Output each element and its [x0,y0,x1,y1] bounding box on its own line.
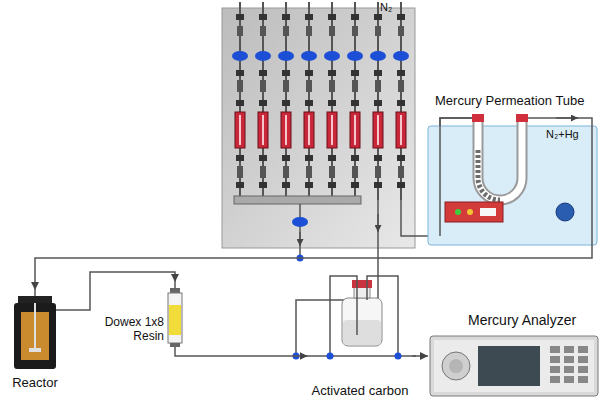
analyzer-screen [478,346,540,386]
node-label: Mercury Permeation Tube [435,94,599,109]
text-block: Mercury Permeation Tube [435,94,599,109]
gas-stream-label: N₂+Hg [546,128,579,141]
key [550,366,560,373]
stirrer-paddle [29,348,41,352]
analyzer-case [430,336,598,396]
outlet-line [528,118,592,245]
flow-column [324,2,340,200]
display-window [480,208,496,216]
analyzer-port [449,359,463,373]
key [564,356,574,363]
flow-column [278,2,294,200]
key [578,356,588,363]
key [578,376,588,383]
trap-bottle [342,298,382,346]
tube-stopper [516,114,528,122]
key [564,346,574,353]
reactor-inlet [34,290,36,297]
flow-column [393,2,409,200]
text-block: Reactor [8,376,62,391]
flow-line [35,245,592,290]
reactor-cap [18,296,52,303]
u-tube [478,120,522,200]
node-label: Activated carbon [308,384,413,399]
carbon-trap: Activated carbon [308,272,413,400]
key [550,376,560,383]
gas-panel [222,8,415,248]
control-dial [556,203,574,221]
flow-column [347,2,363,200]
analyzer-port [442,352,470,380]
bottle-stopper [352,280,372,288]
trap-outlet [367,276,398,356]
mercury-fill [478,150,500,200]
column-cap [170,343,180,347]
flow-line [413,355,429,357]
tube-stopper [472,114,484,122]
flow-column [301,2,317,200]
column-inlet [174,282,176,288]
text-block: Activated carbon [308,384,413,399]
reactor-outlet [56,309,62,311]
control-strip [445,202,503,222]
column-cap [170,288,180,293]
flow-column [370,2,386,200]
key [550,346,560,353]
manifold-bar [234,196,361,204]
carbon-bed [343,320,381,345]
key [550,356,560,363]
permeation-bath: Mercury Permeation Tube [425,94,600,245]
key [564,376,574,383]
tee-junction [395,353,402,360]
water-bath [428,126,597,245]
resin-column: Dowex 1x8 Resin [100,282,188,362]
gas-inlet-label: N₂ [380,1,392,14]
trap-line [305,355,398,357]
tee-junction [327,353,334,360]
mercury-analyzer: Mercury Analyzer [428,312,598,398]
key [578,346,588,353]
manifold-outlet [299,204,301,258]
column-glass [168,293,182,343]
analyzer-face [434,340,594,392]
key [578,366,588,373]
node-label: Reactor [8,376,62,391]
stirrer-shaft [34,303,36,350]
text-block: Mercury Analyzer [468,312,596,328]
flow-arrow [377,214,379,232]
resin-bed [169,305,181,335]
key [564,366,574,373]
reactor-vessel: Reactor [8,290,62,394]
flow-arrow [556,117,578,119]
indicator-light [467,209,473,215]
reactor-body [14,303,56,369]
flow-line [188,355,308,357]
indicator-light [455,209,461,215]
node-label: Mercury Analyzer [468,312,596,328]
flow-column [255,2,271,200]
text-block: Dowex 1x8 Resin [100,316,164,344]
flow-line [62,272,175,310]
node-label: Dowex 1x8 Resin [100,316,164,344]
flow-column [232,2,248,200]
flow-arrow [299,232,301,246]
u-tube [478,120,522,200]
column-outlet [175,347,188,356]
valve [292,217,308,227]
trap-inlet [330,276,357,356]
keypad [550,346,588,383]
